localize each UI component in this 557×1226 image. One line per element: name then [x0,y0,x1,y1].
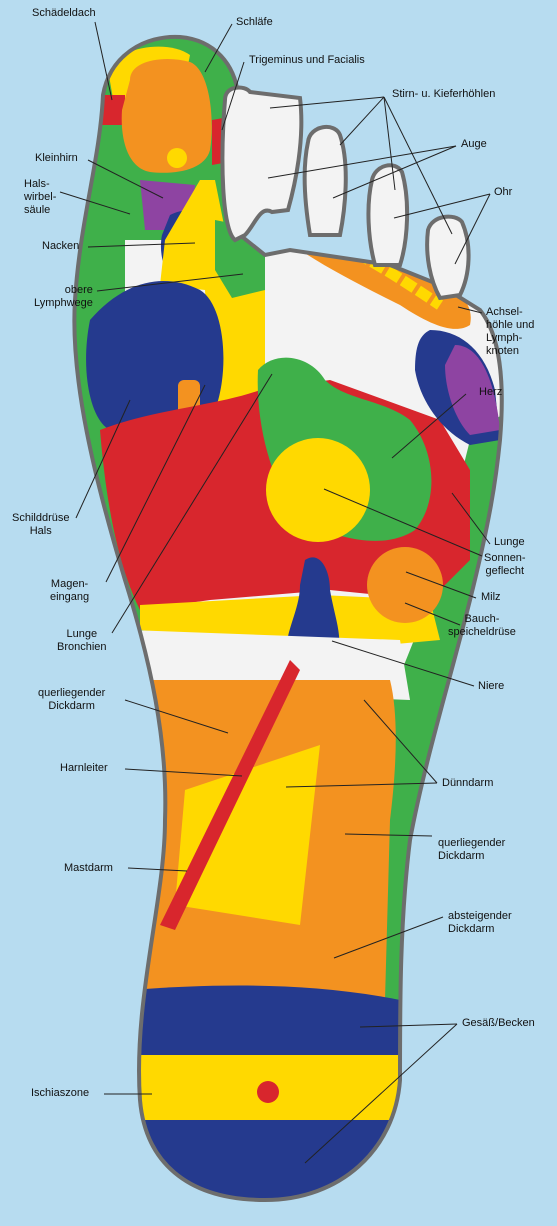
label-ischias: Ischiaszone [31,1087,89,1100]
label-lunge: Lunge [494,536,525,549]
label-stirn: Stirn- u. Kieferhöhlen [392,88,495,101]
label-auge: Auge [461,138,487,151]
label-lymphwege: obere Lymphwege [34,284,93,310]
label-ohr: Ohr [494,186,512,199]
label-nacken: Nacken [42,240,79,253]
big-toe-orange [122,59,212,173]
milz-zone [367,547,443,623]
label-milz: Milz [481,591,501,604]
label-querliegender-right: querliegender Dickdarm [438,837,505,863]
label-schilddruese: Schilddrüse Hals [12,512,69,538]
label-halswirbel: Hals- wirbel- säule [24,178,56,217]
big-toe-yellow-dot [167,148,187,168]
label-absteigender: absteigender Dickdarm [448,910,512,936]
toe-3 [305,127,346,235]
label-niere: Niere [478,680,504,693]
gesaess-blue [130,986,400,1060]
ischias-red-dot [257,1081,279,1103]
label-herz: Herz [479,386,502,399]
label-trigeminus: Trigeminus und Facialis [249,54,365,67]
label-duenndarm: Dünndarm [442,777,493,790]
label-querliegender-left: querliegender Dickdarm [38,687,105,713]
sonnengeflecht-zone [266,438,370,542]
label-gesaess: Gesäß/Becken [462,1017,535,1030]
label-mastdarm: Mastdarm [64,862,113,875]
label-lunge-bronchien: Lunge Bronchien [57,628,107,654]
label-mageneingang: Magen- eingang [50,578,89,604]
label-achsel: Achsel- höhle und Lymph- knoten [486,306,534,358]
label-harnleiter: Harnleiter [60,762,108,775]
label-kleinhirn: Kleinhirn [35,152,78,165]
label-bauchspeichel: Bauch- speicheldrüse [448,613,516,639]
toe-5 [427,217,468,298]
label-schaedeldach: Schädeldach [32,7,96,20]
label-sonnengeflecht: Sonnen- geflecht [484,552,526,578]
leader-stirn-2 [340,97,384,145]
label-schlaefe: Schläfe [236,16,273,29]
toe-2 [222,87,301,240]
